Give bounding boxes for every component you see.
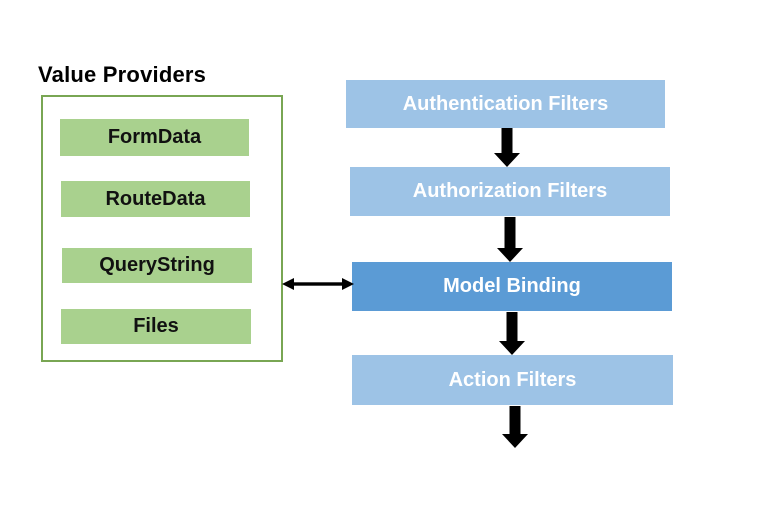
stage-authorization-filters: Authorization Filters	[350, 167, 670, 216]
value-provider-label: FormData	[107, 126, 202, 148]
value-providers-title: Value Providers	[38, 62, 207, 87]
stage-action-filters: Action Filters	[352, 355, 673, 405]
value-provider-routedata: RouteData	[61, 181, 250, 217]
value-provider-querystring: QueryString	[62, 248, 252, 283]
down-arrow-icon	[494, 128, 520, 167]
value-provider-formdata: FormData	[60, 119, 249, 156]
stage-label: Action Filters	[448, 368, 577, 391]
stage-authentication-filters: Authentication Filters	[346, 80, 665, 128]
value-provider-files: Files	[61, 309, 251, 344]
value-provider-label: QueryString	[99, 254, 215, 276]
value-provider-label: Files	[133, 315, 179, 337]
stage-label: Model Binding	[443, 275, 581, 297]
down-arrow-icon	[502, 406, 528, 448]
stage-label: Authorization Filters	[412, 180, 608, 202]
stage-label: Authentication Filters	[402, 92, 609, 115]
double-arrow-icon	[282, 278, 354, 290]
down-arrow-icon	[497, 217, 523, 262]
stage-model-binding: Model Binding	[352, 262, 672, 311]
down-arrow-icon	[499, 312, 525, 355]
value-provider-label: RouteData	[105, 187, 206, 210]
